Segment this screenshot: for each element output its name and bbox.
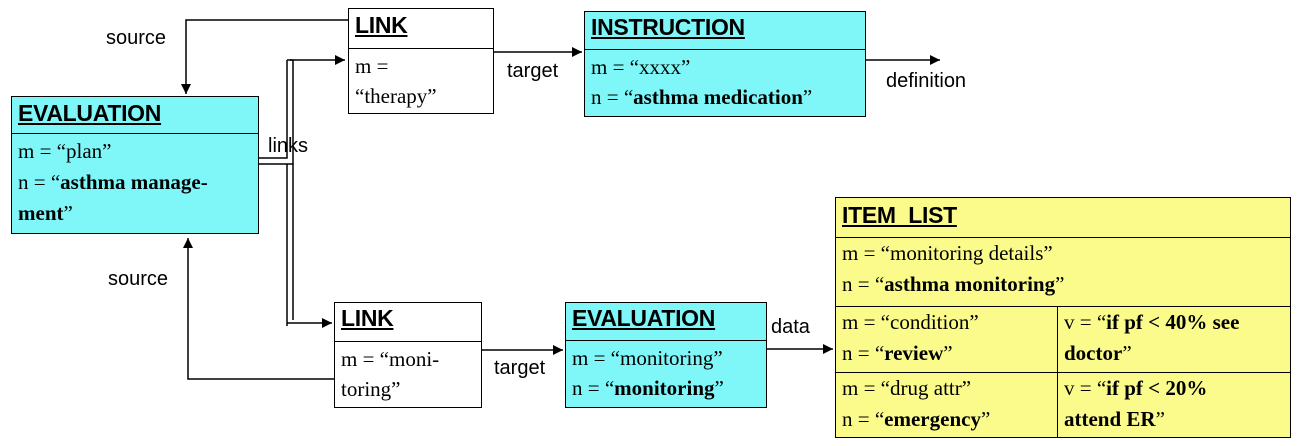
evaluation-n-value: n = “monitoring” [572, 376, 724, 400]
link-node-body: m = “moni- toring” [335, 342, 481, 406]
item-list-column-divider [1057, 306, 1058, 438]
element-name-cell: m = “drug attr” n = “emergency” [836, 372, 1057, 438]
link-node-body: m = “therapy” [349, 49, 493, 113]
link-m-value: “therapy” [355, 84, 437, 108]
element-v-value-cont: attend ER” [1064, 407, 1165, 431]
link-node-monitoring: LINK m = “moni- toring” [334, 302, 482, 408]
instruction-m-value: m = “xxxx” [591, 55, 691, 79]
element-m-value: m = “condition” [842, 310, 979, 334]
instruction-node-body: m = “xxxx” n = “asthma medication” [585, 50, 865, 114]
evaluation-node-title: EVALUATION [12, 97, 258, 134]
element-value-cell: v = “if pf < 40% see doctor” [1058, 306, 1290, 372]
link-m-label: m = [355, 54, 389, 78]
item-list-n-value: n = “asthma monitoring” [842, 272, 1065, 296]
source-connector-bottom [183, 238, 334, 380]
instruction-node-title: INSTRUCTION [585, 12, 865, 50]
link-node-therapy: LINK m = “therapy” [348, 8, 494, 114]
evaluation-m-value: m = “monitoring” [572, 346, 723, 370]
evaluation-node-body: m = “monitoring” n = “monitoring” [566, 341, 766, 405]
element-v-value-cont: doctor” [1064, 341, 1132, 365]
element-v-value: v = “if pf < 20% [1064, 376, 1208, 400]
link-node-title: LINK [335, 303, 481, 342]
target-label-top: target [507, 60, 559, 82]
source-connector-top [181, 19, 348, 94]
links-label: links [268, 135, 309, 157]
evaluation-node-body: m = “plan” n = “asthma manage- ment” [12, 134, 258, 231]
item-list-title: ITEM_LIST [836, 198, 1290, 238]
source-label-top: source [106, 27, 167, 49]
link-m-value: m = “moni- [341, 347, 440, 371]
link-m-value-cont: toring” [341, 377, 401, 401]
evaluation-n-value-cont: ment” [18, 201, 73, 225]
element-v-value: v = “if pf < 40% see [1064, 310, 1240, 334]
item-list-node: ITEM_LIST m = “monitoring details” n = “… [835, 197, 1291, 438]
source-label-bottom: source [108, 268, 169, 290]
element-n-value: n = “review” [842, 341, 953, 365]
evaluation-node-monitoring: EVALUATION m = “monitoring” n = “monitor… [565, 302, 767, 408]
element-name-cell: m = “condition” n = “review” [836, 306, 1057, 372]
links-branch-bottom [286, 164, 332, 326]
item-list-divider [836, 372, 1290, 373]
instruction-n-value: n = “asthma medication” [591, 85, 813, 109]
element-m-value: m = “drug attr” [842, 376, 972, 400]
evaluation-node-main: EVALUATION m = “plan” n = “asthma manage… [11, 96, 259, 234]
item-list-m-value: m = “monitoring details” [842, 241, 1053, 265]
element-value-cell: v = “if pf < 20% attend ER” [1058, 372, 1290, 438]
definition-label: definition [886, 70, 967, 92]
evaluation-m-value: m = “plan” [18, 139, 112, 163]
link-node-title: LINK [349, 9, 493, 49]
target-label-bottom: target [494, 357, 546, 379]
data-label: data [771, 316, 810, 338]
evaluation-node-title: EVALUATION [566, 303, 766, 341]
element-n-value: n = “emergency” [842, 407, 991, 431]
evaluation-n-value: n = “asthma manage- [18, 170, 208, 194]
instruction-node: INSTRUCTION m = “xxxx” n = “asthma medic… [584, 11, 866, 117]
item-list-divider [836, 306, 1290, 307]
item-list-header-cell: m = “monitoring details” n = “asthma mon… [836, 237, 1290, 305]
